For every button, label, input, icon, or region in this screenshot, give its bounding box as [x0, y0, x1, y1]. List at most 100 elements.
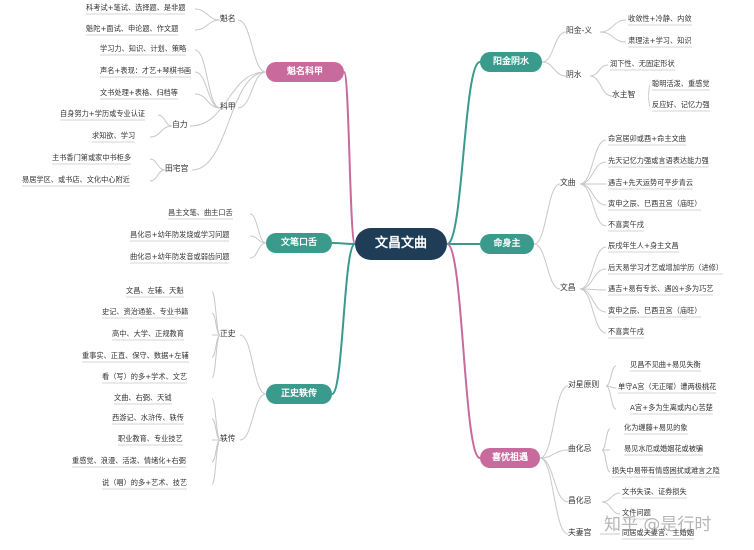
connector	[539, 385, 569, 459]
leaf[interactable]: 科考试+笔试、选择题、是非题	[86, 3, 186, 12]
topic-timing[interactable]: 魁名科甲	[266, 62, 344, 82]
leaf[interactable]: 文书处理+表格、归档等	[100, 88, 178, 97]
leaf[interactable]: 单守A宫（无正曜）遭两极桃花	[618, 382, 717, 391]
connector	[599, 31, 627, 43]
topic-yinyang[interactable]: 阳金阴水	[480, 52, 542, 72]
sub-wenchang[interactable]: 文昌	[560, 283, 576, 292]
leaf[interactable]: 主书香门第或家中书柜多	[52, 153, 132, 162]
leaf[interactable]: 文曲、右弼、天钺	[114, 393, 172, 402]
leaf[interactable]: 润下性、无固定形状	[610, 59, 675, 68]
leaf[interactable]: 见昌不见曲+易见失衡	[630, 360, 701, 369]
leaf[interactable]: 高中、大学、正规教育	[112, 329, 184, 338]
connector	[249, 213, 267, 244]
leaf[interactable]: 求知欲、学习	[92, 131, 136, 140]
connector	[579, 288, 607, 313]
leaf[interactable]: 不喜寅午戌	[608, 220, 644, 229]
leaf[interactable]: 遇吉+易有专长、遇凶+多为巧艺	[608, 284, 714, 293]
connector	[579, 288, 607, 334]
leaf[interactable]: 同居或夫妻宫、主婚姻	[622, 528, 694, 537]
leaf[interactable]: 反应好、记忆力强	[652, 100, 710, 109]
leaf[interactable]: 遇吉+先天运势可平步青云	[608, 178, 694, 187]
connector	[589, 75, 613, 97]
connector	[149, 125, 173, 138]
topic-genres[interactable]: 正史轶传	[266, 384, 332, 404]
connector	[149, 169, 166, 182]
leaf[interactable]: 先天记忆力强或言语表达能力强	[608, 156, 709, 165]
topic-speech[interactable]: 文笔口舌	[266, 233, 332, 253]
connector	[239, 334, 267, 395]
leaf[interactable]: 西游记、水浒传、轶传	[112, 413, 184, 422]
leaf[interactable]: 魁陀+面试、申论题、作文题	[86, 24, 179, 33]
connector	[211, 418, 221, 441]
leaf[interactable]: 昌化忌+幼年防发烧或学习问题	[130, 230, 230, 239]
connector	[211, 439, 221, 485]
connector	[647, 95, 651, 107]
leaf[interactable]: 后天易学习才艺或增加学历（进修）	[608, 263, 724, 272]
leaf[interactable]: 声名+表现：才艺+琴棋书画	[100, 66, 192, 75]
connector	[601, 492, 621, 503]
leaf[interactable]: 损失中易带有情感困扰或难言之隐	[612, 466, 720, 475]
leaf[interactable]: 史记、资治通鉴、专业书籍	[102, 307, 189, 316]
sub-kuiming[interactable]: 魁名	[220, 14, 236, 23]
leaf[interactable]: 肃理法+学习、知识	[628, 36, 692, 45]
leaf[interactable]: 寅申之辰、巳酉丑宫（庙旺）	[608, 199, 702, 208]
sub-yizhuan[interactable]: 轶传	[220, 434, 236, 443]
leaf[interactable]: 重感觉、浪漫、活泼、情绪化+右弼	[72, 456, 186, 465]
connector	[446, 243, 481, 459]
leaf[interactable]: A宫+多为生离或内心苦楚	[630, 403, 713, 412]
leaf[interactable]: 曲化忌+幼年防发音或弱齿问题	[130, 252, 230, 261]
sub-changhuaji[interactable]: 昌化忌	[568, 496, 592, 505]
leaf[interactable]: 聪明活泼、重感觉	[652, 79, 710, 88]
sub-kejia[interactable]: 科甲	[220, 102, 236, 111]
sub-fuqi[interactable]: 夫妻宫	[568, 528, 592, 537]
sub-zhengshi[interactable]: 正史	[220, 329, 236, 338]
connector	[539, 457, 569, 535]
connector	[541, 61, 567, 77]
connector	[343, 71, 356, 245]
connector	[239, 393, 267, 441]
connector	[194, 93, 221, 109]
sub-tianzhai[interactable]: 田宅宫	[165, 164, 189, 173]
sub-zili[interactable]: 自力	[172, 120, 188, 129]
connector	[601, 428, 611, 451]
leaf[interactable]: 易见水厄或婚姻花或被骗	[624, 444, 704, 453]
sub-duixing[interactable]: 对星原则	[568, 380, 600, 389]
leaf[interactable]: 学习力、知识、计划、策略	[100, 44, 187, 53]
connector	[533, 183, 561, 245]
leaf[interactable]: 自身努力+学历或专业认证	[60, 109, 146, 118]
leaf[interactable]: 不喜寅午戌	[608, 327, 644, 336]
connector	[589, 64, 609, 77]
connector	[605, 385, 617, 410]
connector	[194, 71, 221, 109]
connector	[194, 49, 221, 109]
leaf[interactable]: 职业教育、专业技艺	[118, 434, 183, 443]
topic-fortune[interactable]: 喜忧祖遇	[480, 448, 540, 468]
topic-destiny[interactable]: 命身主	[480, 234, 534, 254]
connector	[601, 501, 621, 515]
leaf[interactable]: 命宫居卯或酉+命主文曲	[608, 134, 686, 143]
sub-yangjin[interactable]: 阳金-义	[566, 26, 593, 35]
leaf[interactable]: 寅申之辰、巳酉丑宫（庙旺）	[608, 306, 702, 315]
connector	[647, 84, 651, 97]
leaf[interactable]: 文件问题	[622, 508, 651, 517]
leaf[interactable]: 看（写）的多+学术、文艺	[102, 372, 188, 381]
connector	[331, 242, 356, 245]
sub-wenqu[interactable]: 文曲	[560, 178, 576, 187]
leaf[interactable]: 昌主文笔、曲主口舌	[168, 208, 233, 217]
leaf[interactable]: 文书失误、证券损失	[622, 487, 687, 496]
sub-shuizhuzhi[interactable]: 水主智	[612, 90, 636, 99]
sub-quhuaji[interactable]: 曲化忌	[568, 444, 592, 453]
connector	[579, 246, 607, 290]
connector	[237, 19, 267, 73]
sub-yinshui[interactable]: 阴水	[566, 70, 582, 79]
leaf[interactable]: 易居学区、或书店、文化中心附近	[22, 175, 130, 184]
central-topic[interactable]: 文昌文曲	[355, 228, 447, 260]
leaf[interactable]: 收敛性+冷静、内敛	[628, 14, 692, 23]
leaf[interactable]: 重事实、正直、保守、数据+左辅	[82, 351, 189, 360]
leaf[interactable]: 说（唱）的多+艺术、技艺	[102, 478, 188, 487]
leaf[interactable]: 化为缠藤+易见的象	[624, 423, 688, 432]
leaf[interactable]: 辰戌年生人+身主文昌	[608, 241, 679, 250]
leaf[interactable]: 文昌、左辅、天魁	[126, 286, 184, 295]
